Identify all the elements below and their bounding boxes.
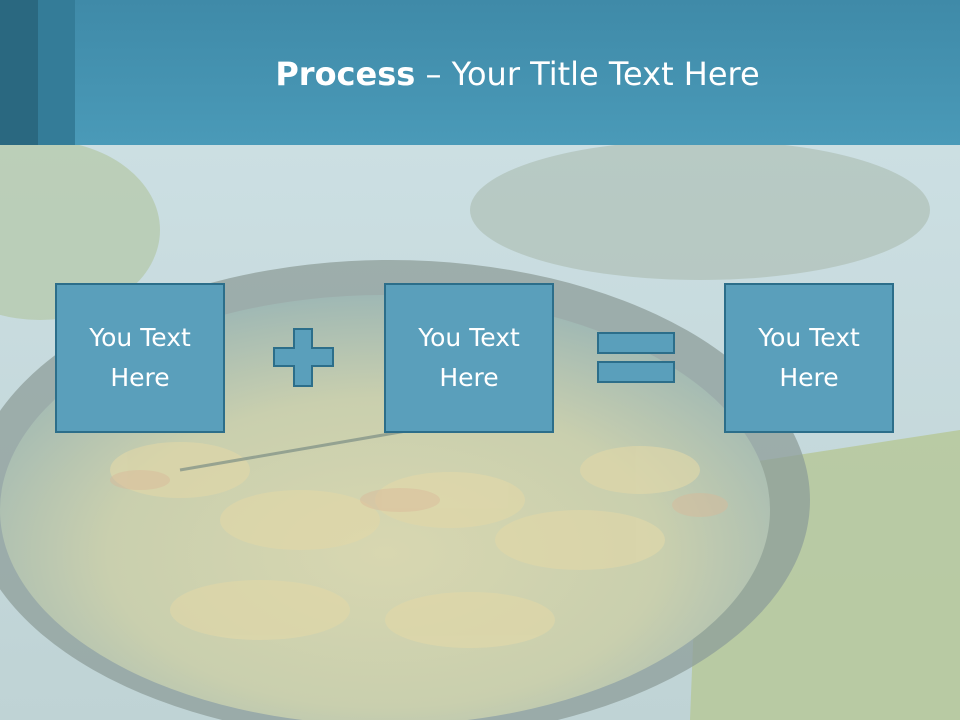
slide-title: Process – Your Title Text Here xyxy=(75,50,960,98)
header-accent-stripe xyxy=(38,0,75,145)
process-box-text: You Text Here xyxy=(70,318,210,398)
slide-title-rest: – Your Title Text Here xyxy=(415,55,760,93)
process-box-2[interactable]: You Text Here xyxy=(384,283,554,433)
process-box-line-2: Here xyxy=(439,363,499,392)
process-box-3[interactable]: You Text Here xyxy=(724,283,894,433)
header-accent-stripe xyxy=(0,0,38,145)
process-box-line-1: You Text xyxy=(89,323,191,352)
process-box-line-1: You Text xyxy=(758,323,860,352)
process-box-line-2: Here xyxy=(110,363,170,392)
process-box-1[interactable]: You Text Here xyxy=(55,283,225,433)
plus-icon xyxy=(273,328,334,387)
process-box-line-2: Here xyxy=(779,363,839,392)
process-box-text: You Text Here xyxy=(399,318,539,398)
equals-icon xyxy=(597,332,675,383)
slide-title-bold: Process xyxy=(275,55,416,93)
process-box-line-1: You Text xyxy=(418,323,520,352)
header-band: Process – Your Title Text Here xyxy=(0,0,960,145)
process-box-text: You Text Here xyxy=(739,318,879,398)
